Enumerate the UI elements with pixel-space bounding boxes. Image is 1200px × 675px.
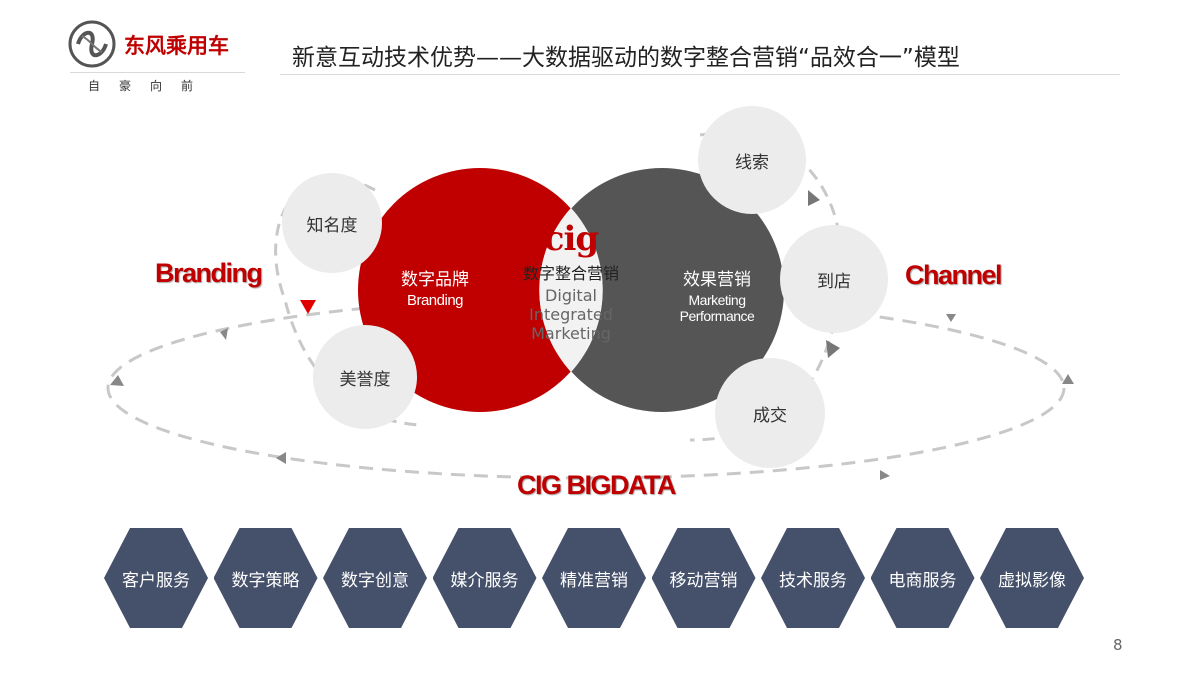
cig-logo: cig xyxy=(543,219,599,259)
integrated-en-2: Integrated xyxy=(529,305,613,324)
performance-circle xyxy=(540,168,784,412)
brand-logo: 东风乘用车 自豪向前 xyxy=(68,20,253,100)
page-number: 8 xyxy=(1113,636,1123,654)
integrated-overlap-fill xyxy=(539,208,603,372)
branding-en: Branding xyxy=(406,292,464,309)
arrow-marker xyxy=(1062,374,1074,384)
branding-label: Branding xyxy=(155,258,263,288)
arrow-marker xyxy=(220,328,228,340)
arrow-marker xyxy=(300,300,316,314)
service-hexagon: 数字创意 xyxy=(323,528,427,628)
integrated-en-3: Marketing xyxy=(531,324,611,343)
awareness-bubble: 知名度 xyxy=(282,173,382,273)
dongfeng-emblem-icon xyxy=(68,20,116,68)
brand-slogan: 自豪向前 xyxy=(88,79,213,93)
reputation-bubble: 美誉度 xyxy=(313,325,417,429)
performance-circle-text: 效果营销 Marketing Performance xyxy=(662,265,772,324)
arrow-marker xyxy=(826,340,840,358)
store-visit-bubble: 到店 xyxy=(780,225,888,333)
service-hexagon: 数字策略 xyxy=(213,528,318,628)
bigdata-label: CIG BIGDATA xyxy=(517,470,677,500)
page-title: 新意互动技术优势——大数据驱动的数字整合营销“品效合一”模型 xyxy=(292,45,960,71)
arrow-marker xyxy=(808,190,820,206)
arrow-marker xyxy=(110,375,124,386)
performance-cn: 效果营销 xyxy=(683,270,751,290)
arrow-marker xyxy=(880,470,890,480)
title-divider xyxy=(280,74,1120,75)
brand-name: 东风乘用车 xyxy=(124,34,229,58)
arrow-marker xyxy=(946,314,956,322)
performance-en-1: Marketing xyxy=(688,292,746,308)
integrated-cn: 数字整合营销 xyxy=(522,264,619,283)
service-hexagon: 客户服务 xyxy=(104,528,208,628)
integrated-en-1: Digital xyxy=(545,286,597,305)
branding-circle xyxy=(358,168,602,412)
integrated-center-text: cig 数字整合营销 Digital Integrated Marketing xyxy=(511,222,631,343)
branding-cn: 数字品牌 xyxy=(401,270,469,290)
leads-bubble: 线索 xyxy=(698,106,806,214)
deal-bubble: 成交 xyxy=(715,358,825,468)
performance-en-2: Performance xyxy=(679,308,755,324)
arrow-marker xyxy=(276,452,286,464)
channel-label: Channel xyxy=(905,260,1003,290)
branding-circle-text: 数字品牌 Branding xyxy=(385,265,485,309)
logo-divider xyxy=(70,72,245,73)
